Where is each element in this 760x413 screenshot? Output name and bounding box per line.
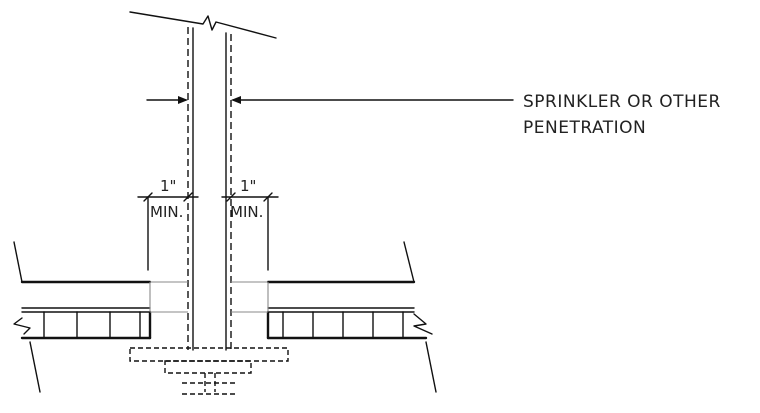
right-clearance-dimension [221,192,279,271]
sprinkler-head [129,347,289,395]
ceiling-assembly-left [20,280,152,340]
callout-leader [146,96,514,104]
left-dimension-value: 1" [160,177,176,195]
top-break-line [129,11,277,39]
left-clearance-dimension [137,192,199,271]
left-wall-edge [13,241,41,393]
annular-clearance-gaps [149,281,269,313]
sprinkler-pipe [187,27,232,351]
right-wall-edge [403,241,437,393]
right-dimension-value: 1" [240,177,256,195]
left-dimension-unit: MIN. [150,203,183,221]
ceiling-assembly-right [266,280,428,340]
callout-label-line1: SPRINKLER OR OTHER [523,92,721,112]
right-dimension-unit: MIN. [230,203,263,221]
callout-label-line2: PENETRATION [523,118,646,138]
